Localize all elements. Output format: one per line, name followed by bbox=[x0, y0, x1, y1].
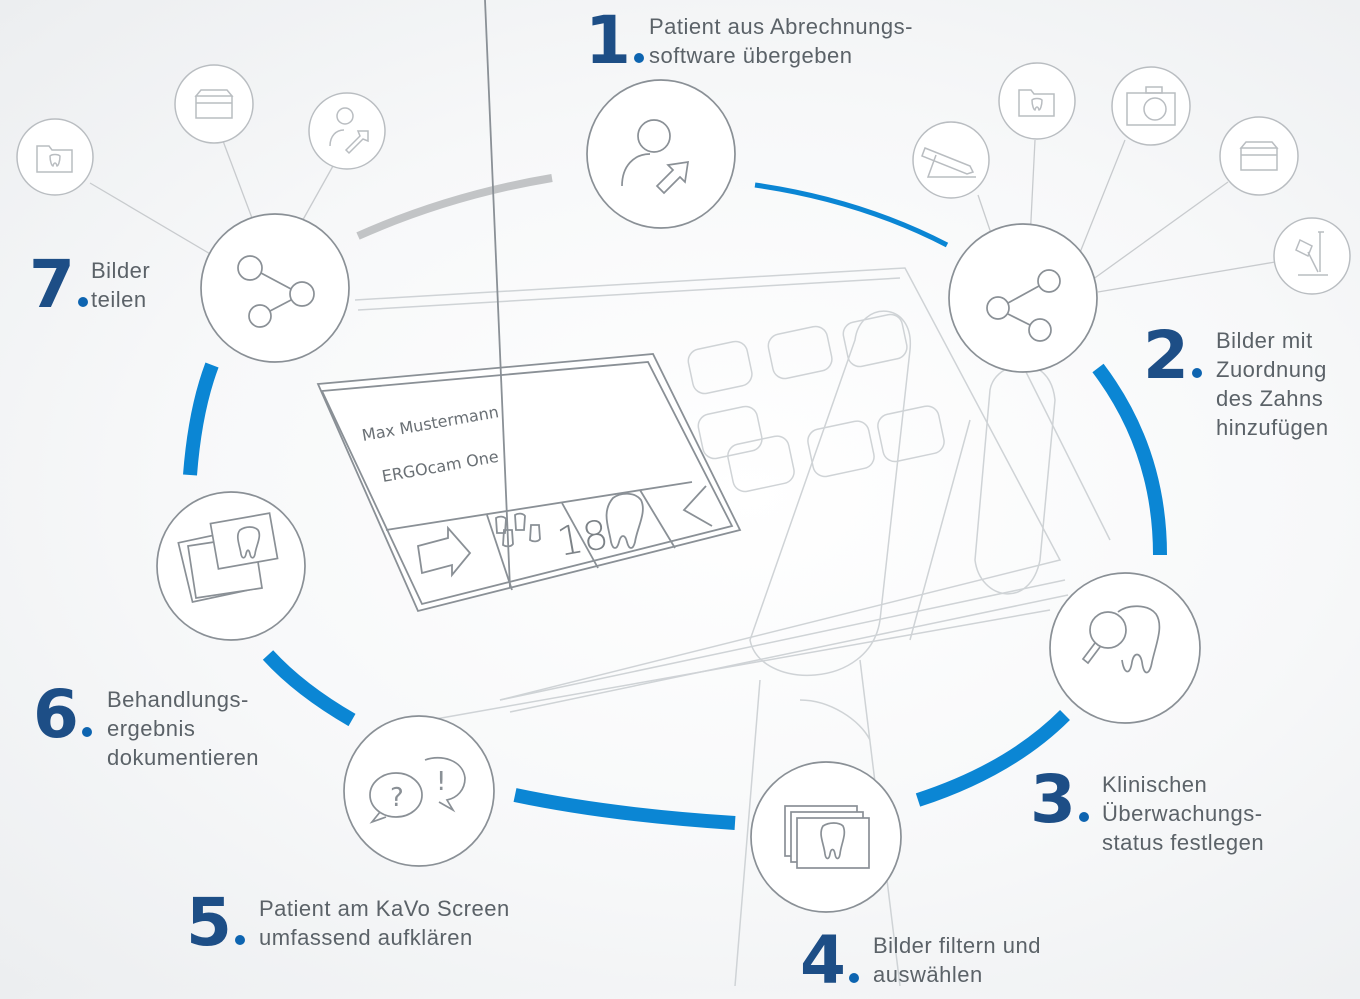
step-circle-7 bbox=[200, 213, 350, 363]
step-number-5: 5 bbox=[186, 890, 245, 956]
step-number-1: 1 bbox=[585, 8, 644, 74]
satellite-camera-right bbox=[1111, 66, 1191, 146]
step-circle-6 bbox=[156, 491, 306, 641]
step-number-7: 7 bbox=[29, 252, 88, 318]
screen-tooth-number: 18 bbox=[554, 512, 612, 566]
next-arrow-icon bbox=[416, 525, 472, 578]
satellite-archive-box-left bbox=[174, 64, 254, 144]
satellite-xray-device-right bbox=[1273, 217, 1351, 295]
step-label-1: Patient aus Abrechnungs-software übergeb… bbox=[649, 14, 913, 68]
back-chevron-icon bbox=[682, 485, 713, 527]
step-circle-5: ? ! bbox=[343, 715, 495, 867]
workflow-ring bbox=[183, 174, 1167, 830]
satellite-folder-tooth-right bbox=[998, 62, 1076, 140]
step-circle-4 bbox=[750, 761, 902, 913]
teeth-row-icon bbox=[495, 512, 541, 548]
satellite-archive-box-right bbox=[1219, 116, 1299, 196]
step-number-4: 4 bbox=[800, 928, 859, 994]
satellite-user-share-left bbox=[308, 92, 386, 170]
step-circle-3 bbox=[1049, 572, 1201, 724]
step-number-6: 6 bbox=[33, 682, 92, 748]
tooth-outline-icon bbox=[605, 492, 644, 549]
step-number-3: 3 bbox=[1030, 767, 1089, 833]
svg-text:?: ? bbox=[390, 783, 404, 813]
step-circle-1 bbox=[586, 79, 736, 229]
device-screen bbox=[316, 0, 742, 613]
satellite-folder-tooth-left bbox=[16, 118, 94, 196]
satellite-handpiece-right bbox=[912, 121, 990, 199]
satellite-connectors bbox=[89, 139, 1276, 293]
step-number-2: 2 bbox=[1143, 323, 1202, 389]
svg-text:!: ! bbox=[436, 767, 446, 797]
step-circle-2 bbox=[948, 223, 1098, 373]
